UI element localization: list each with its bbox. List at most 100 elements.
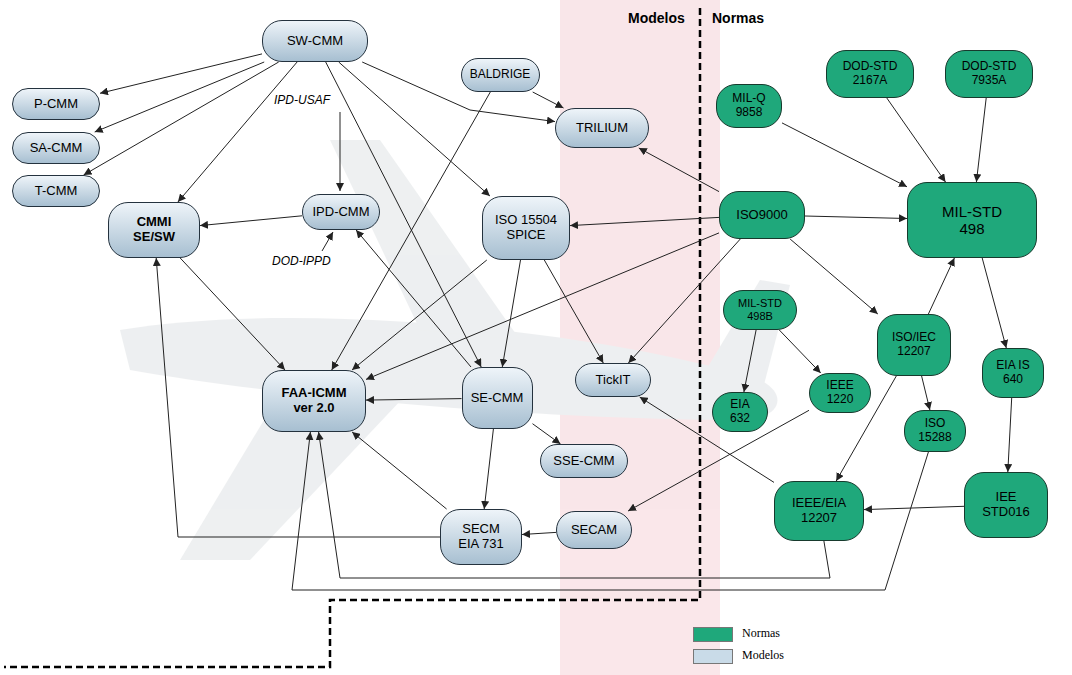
- connector-arrow: [352, 432, 447, 509]
- standard-box: MIL-STD 498: [907, 182, 1037, 258]
- box-label: ISO 15504 SPICE: [491, 213, 561, 243]
- model-box: ISO 15504 SPICE: [482, 196, 570, 260]
- model-box: FAA-ICMM ver 2.0: [262, 370, 366, 432]
- region-divider: [4, 8, 700, 667]
- connector-arrow: [744, 330, 756, 392]
- standard-box: IEEE 1220: [809, 373, 871, 413]
- model-box: BALDRIGE: [461, 58, 540, 92]
- legend-text: Normas: [742, 626, 780, 641]
- connector-arrow: [628, 239, 740, 363]
- source-note: IPD-USAF: [274, 93, 330, 107]
- model-box: SE-CMM: [462, 367, 533, 429]
- faded-airplane: [120, 0, 790, 675]
- model-box: SA-CMM: [12, 132, 100, 164]
- box-label: IEE STD016: [974, 490, 1038, 520]
- box-label: MIL-STD 498B: [732, 297, 788, 322]
- box-label: SSE-CMM: [553, 454, 614, 469]
- connector-arrow: [533, 424, 561, 444]
- connector-arrow: [522, 532, 556, 534]
- standard-box: MIL-Q 9858: [716, 84, 782, 128]
- source-note: DOD-IPPD: [272, 254, 331, 268]
- connector-arrow: [178, 62, 297, 202]
- connector-arrow: [544, 260, 603, 363]
- box-label: EIA 632: [723, 398, 757, 426]
- region-heading: Modelos: [628, 10, 685, 26]
- connector-arrow: [779, 330, 820, 373]
- region-heading: Normas: [712, 10, 764, 26]
- model-box: P-CMM: [12, 88, 100, 120]
- connector-arrow: [356, 230, 471, 367]
- model-box: SSE-CMM: [540, 444, 628, 478]
- standard-box: EIA 632: [712, 392, 768, 432]
- box-label: CMMI SE/SW: [124, 215, 184, 245]
- connector-arrow: [928, 258, 954, 314]
- connector-arrow: [864, 506, 964, 509]
- connector-arrow: [922, 376, 930, 410]
- connector-arrow: [200, 216, 302, 226]
- box-label: SECM EIA 731: [453, 522, 509, 552]
- box-label: EIA IS 640: [991, 359, 1035, 387]
- box-label: FAA-ICMM ver 2.0: [274, 386, 354, 416]
- box-label: DOD-STD 2167A: [835, 60, 905, 88]
- box-label: IPD-CMM: [312, 205, 369, 220]
- connector-arrow: [976, 98, 986, 182]
- box-label: SE-CMM: [471, 391, 524, 406]
- standard-box: DOD-STD 2167A: [826, 50, 914, 98]
- connector-arrow: [805, 216, 907, 219]
- standard-box: IEE STD016: [964, 472, 1048, 538]
- box-label: ISO/IEC 12207: [886, 331, 942, 359]
- connector-arrow: [782, 123, 907, 187]
- box-label: MIL-Q 9858: [725, 92, 773, 120]
- legend-swatch: [693, 627, 733, 642]
- connector-arrow: [484, 429, 493, 509]
- standard-box: ISO 15288: [904, 410, 966, 452]
- leader-arrow: [322, 232, 333, 251]
- connector-arrow: [332, 92, 491, 370]
- model-box: SW-CMM: [262, 20, 368, 62]
- model-box: T-CMM: [12, 175, 100, 207]
- connector-arrow: [533, 92, 564, 108]
- box-label: SW-CMM: [287, 34, 343, 49]
- connector-arrow: [366, 399, 462, 401]
- connector-arrow: [100, 54, 262, 93]
- connector-arrow: [319, 432, 830, 578]
- connector-arrow: [639, 148, 719, 192]
- box-label: P-CMM: [34, 97, 78, 112]
- model-box: TickIT: [575, 363, 651, 397]
- standard-box: DOD-STD 7935A: [945, 50, 1033, 98]
- connector-arrow: [156, 258, 440, 537]
- connector-arrow: [982, 258, 1006, 348]
- box-label: TickIT: [596, 373, 631, 388]
- box-label: BALDRIGE: [470, 68, 531, 82]
- box-label: DOD-STD 7935A: [954, 60, 1024, 88]
- model-box: CMMI SE/SW: [108, 202, 200, 258]
- model-box: SECM EIA 731: [440, 509, 522, 565]
- box-label: SA-CMM: [30, 141, 83, 156]
- box-label: T-CMM: [35, 184, 78, 199]
- connector-arrow: [180, 258, 285, 370]
- standard-box: MIL-STD 498B: [723, 290, 797, 330]
- connector-arrow: [292, 432, 928, 590]
- standard-box: EIA IS 640: [982, 348, 1044, 398]
- standard-box: IEEE/EIA 12207: [774, 481, 864, 541]
- standard-box: ISO/IEC 12207: [877, 314, 951, 376]
- box-label: SECAM: [571, 523, 617, 538]
- connector-arrow: [352, 260, 487, 370]
- legend-swatch: [693, 649, 733, 664]
- connector-arrow: [790, 239, 878, 314]
- model-box: IPD-CMM: [302, 194, 380, 230]
- box-label: IEEE 1220: [818, 379, 862, 407]
- box-label: TRILIUM: [576, 121, 628, 136]
- box-label: ISO 15288: [913, 417, 957, 445]
- leader-arrow: [340, 112, 341, 191]
- model-box: SECAM: [556, 511, 632, 549]
- box-label: IEEE/EIA 12207: [784, 496, 854, 526]
- connector-arrow: [570, 217, 719, 225]
- connector-arrow: [502, 260, 520, 367]
- legend-text: Modelos: [742, 648, 784, 663]
- connector-arrow: [95, 62, 265, 132]
- connector-arrow: [362, 62, 555, 122]
- standard-box: ISO9000: [719, 191, 805, 239]
- connector-arrow: [1008, 398, 1012, 472]
- model-box: TRILIUM: [555, 108, 649, 148]
